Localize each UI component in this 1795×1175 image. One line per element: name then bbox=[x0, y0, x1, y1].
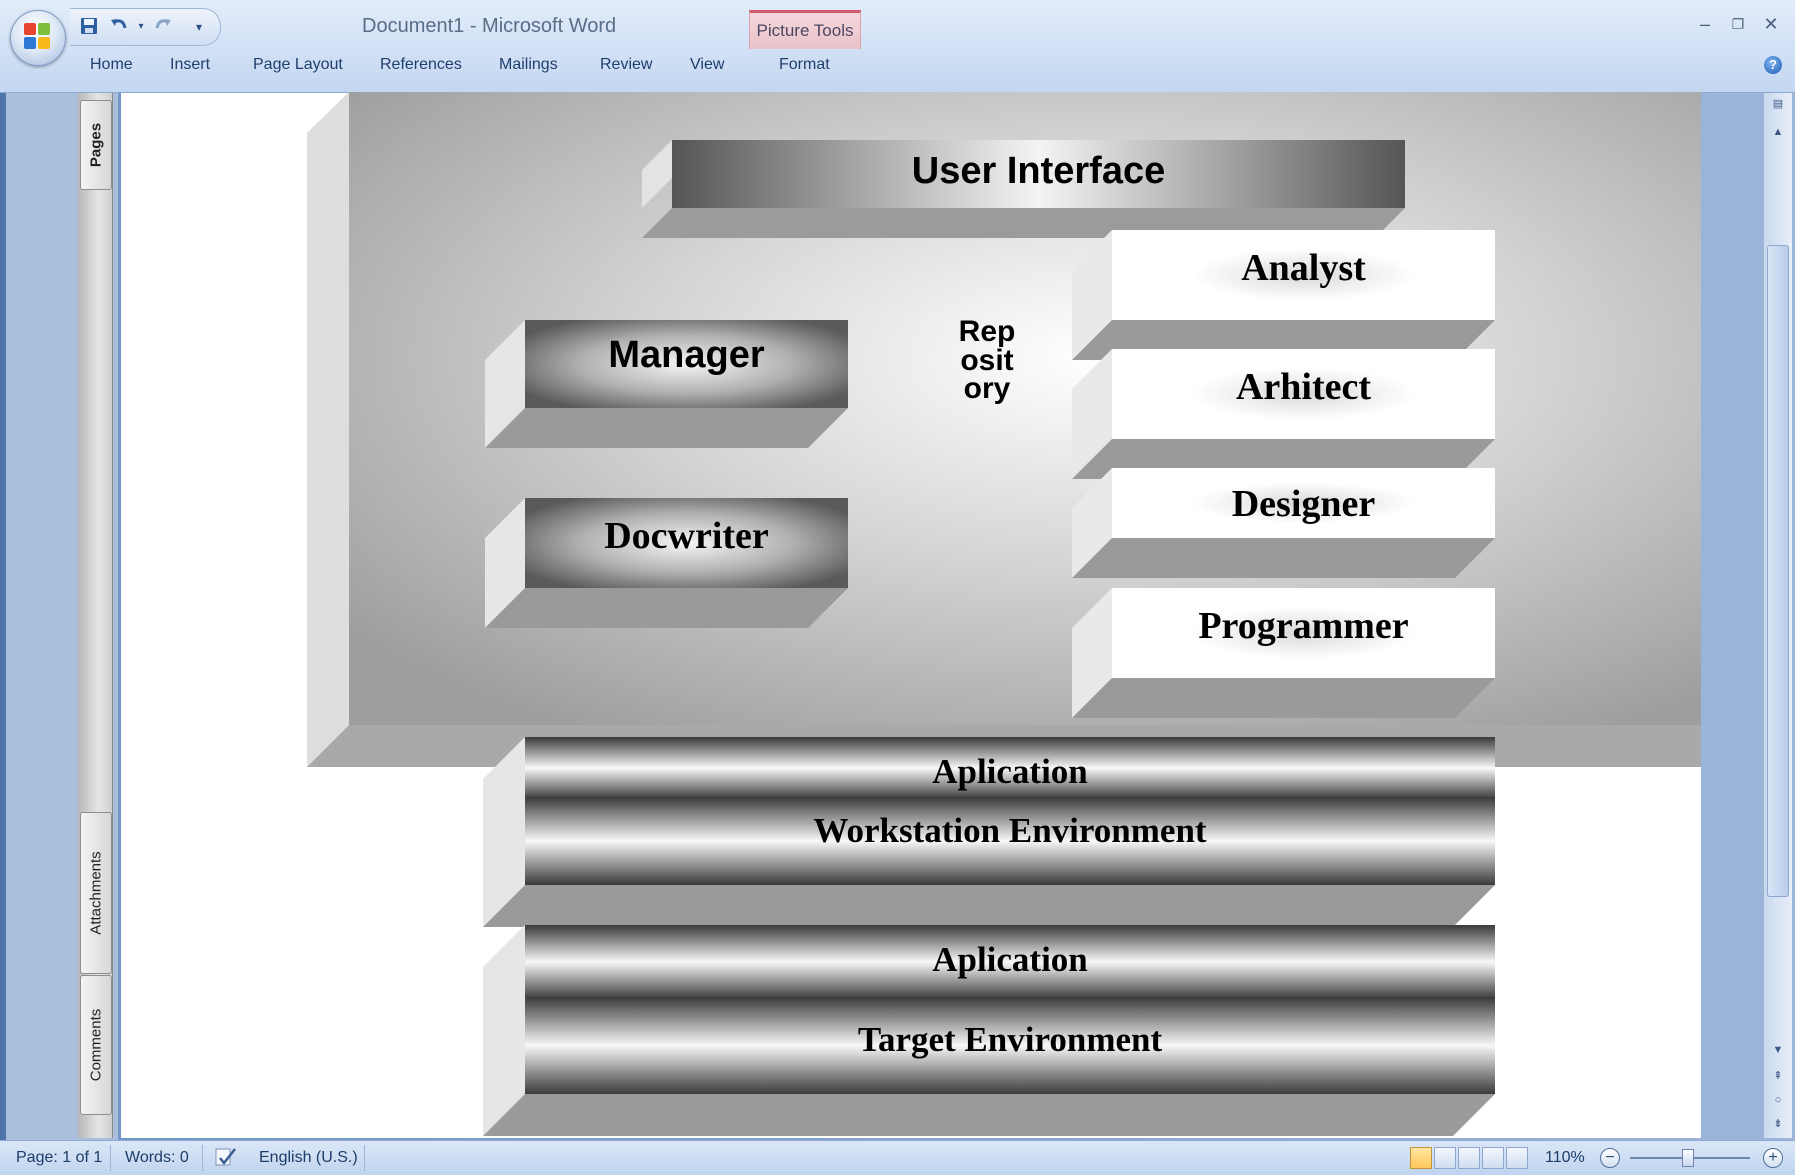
window-title: Document1 - Microsoft Word bbox=[362, 15, 617, 37]
workstation-application-label: Aplication bbox=[932, 752, 1088, 791]
role-architect-label: Arhitect bbox=[1235, 366, 1372, 408]
print-layout-view-icon[interactable] bbox=[1410, 1147, 1432, 1169]
scroll-down-icon[interactable]: ▼ bbox=[1772, 1044, 1784, 1056]
minimize-button[interactable]: – bbox=[1699, 14, 1710, 34]
programmer-block bbox=[1072, 588, 1495, 718]
office-logo-icon bbox=[24, 23, 52, 53]
undo-dropdown-icon[interactable]: ▾ bbox=[138, 21, 144, 32]
tab-insert[interactable]: Insert bbox=[170, 56, 211, 73]
docwriter-block bbox=[485, 498, 848, 628]
restore-button[interactable]: ❐ bbox=[1731, 16, 1745, 32]
view-ruler-icon[interactable]: ▤ bbox=[1772, 98, 1784, 110]
save-icon[interactable] bbox=[78, 16, 100, 38]
undo-icon[interactable] bbox=[108, 16, 130, 38]
help-icon[interactable]: ? bbox=[1764, 56, 1782, 74]
tab-references[interactable]: References bbox=[380, 56, 462, 73]
tab-page-layout[interactable]: Page Layout bbox=[253, 56, 343, 73]
word-count[interactable]: Words: 0 bbox=[125, 1149, 189, 1166]
tab-review[interactable]: Review bbox=[600, 56, 653, 73]
tab-pages[interactable]: Pages bbox=[80, 100, 112, 190]
proofing-icon[interactable] bbox=[214, 1146, 238, 1173]
designer-block bbox=[1072, 468, 1495, 578]
zoom-in-button[interactable]: + bbox=[1763, 1148, 1783, 1168]
title-bar: ▾ ▾ Document1 - Microsoft Word Picture T… bbox=[0, 0, 1795, 93]
select-browse-object-icon[interactable]: ○ bbox=[1774, 1094, 1782, 1106]
repository-label: Repository bbox=[958, 315, 1016, 405]
target-environment-label: Target Environment bbox=[857, 1020, 1163, 1059]
role-designer-label: Designer bbox=[1231, 483, 1376, 525]
customize-qat-icon[interactable]: ▾ bbox=[195, 20, 203, 34]
target-environment-block bbox=[483, 925, 1495, 1136]
zoom-out-button[interactable]: − bbox=[1600, 1148, 1620, 1168]
next-page-icon[interactable]: ⇟ bbox=[1773, 1118, 1783, 1130]
office-button[interactable] bbox=[10, 10, 66, 66]
page-count[interactable]: Page: 1 of 1 bbox=[16, 1149, 103, 1166]
vertical-scrollbar[interactable]: ▤ ▲ ▼ ⇞ ○ ⇟ bbox=[1764, 93, 1792, 1138]
tab-home[interactable]: Home bbox=[90, 56, 133, 73]
picture-tools-context: Picture Tools bbox=[749, 10, 861, 49]
zoom-slider-thumb[interactable] bbox=[1682, 1149, 1694, 1167]
role-programmer-label: Programmer bbox=[1198, 605, 1409, 647]
analyst-block bbox=[1072, 230, 1495, 360]
target-application-label: Aplication bbox=[932, 940, 1088, 979]
manager-block bbox=[485, 320, 848, 448]
scrollbar-thumb[interactable] bbox=[1767, 245, 1789, 897]
redo-icon[interactable] bbox=[152, 16, 174, 38]
status-divider bbox=[364, 1145, 365, 1171]
manager-label: Manager bbox=[608, 334, 765, 376]
language[interactable]: English (U.S.) bbox=[259, 1149, 358, 1166]
draft-view-icon[interactable] bbox=[1506, 1147, 1528, 1169]
previous-page-icon[interactable]: ⇞ bbox=[1773, 1070, 1783, 1082]
role-analyst-label: Analyst bbox=[1241, 247, 1366, 289]
scroll-up-icon[interactable]: ▲ bbox=[1772, 126, 1784, 138]
status-divider bbox=[110, 1145, 111, 1171]
tab-format[interactable]: Format bbox=[779, 56, 830, 73]
workstation-environment-block bbox=[483, 737, 1495, 927]
close-button[interactable]: ✕ bbox=[1763, 14, 1779, 34]
tab-comments[interactable]: Comments bbox=[80, 975, 112, 1115]
zoom-level[interactable]: 110% bbox=[1545, 1149, 1585, 1166]
docwriter-label: Docwriter bbox=[604, 515, 769, 557]
status-bar: Page: 1 of 1 Words: 0 English (U.S.) 110… bbox=[0, 1140, 1795, 1175]
user-interface-label: User Interface bbox=[911, 150, 1166, 192]
picture-tools-label: Picture Tools bbox=[756, 21, 854, 40]
tab-view[interactable]: View bbox=[690, 56, 725, 73]
status-divider bbox=[202, 1145, 203, 1171]
web-layout-icon[interactable] bbox=[1458, 1147, 1480, 1169]
workstation-environment-label: Workstation Environment bbox=[813, 811, 1207, 850]
tab-mailings[interactable]: Mailings bbox=[499, 56, 558, 73]
tab-attachments[interactable]: Attachments bbox=[80, 812, 112, 974]
full-screen-reading-icon[interactable] bbox=[1434, 1147, 1456, 1169]
outline-view-icon[interactable] bbox=[1482, 1147, 1504, 1169]
quick-access-toolbar: ▾ ▾ bbox=[70, 8, 221, 46]
